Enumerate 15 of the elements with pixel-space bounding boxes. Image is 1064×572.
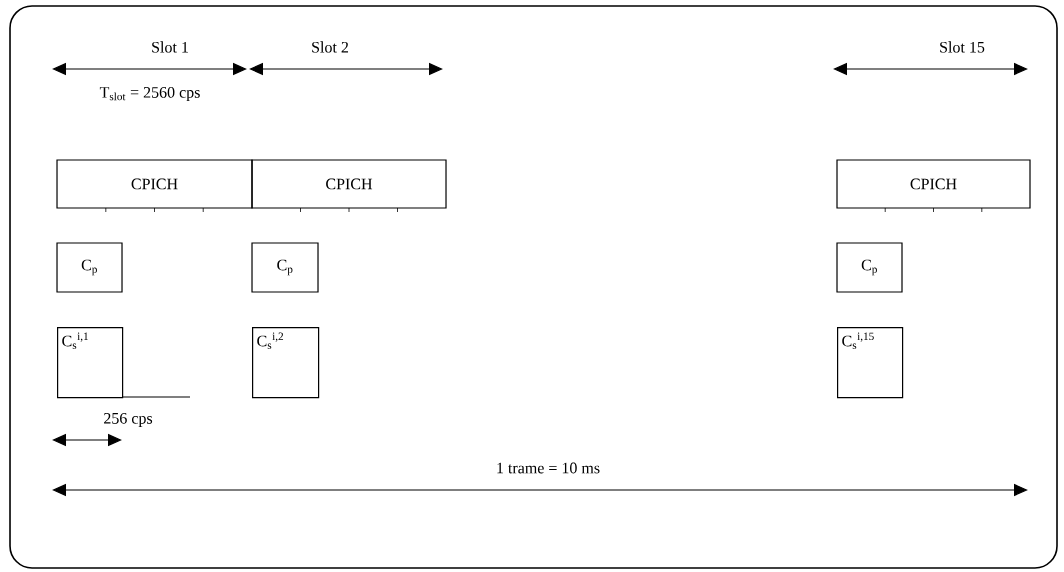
- code-box: C$_{s}$i,1: [57, 327, 124, 399]
- dimension-label: Slot 2: [312, 41, 349, 53]
- dimension-label: Slot 15: [940, 41, 985, 53]
- channel-slot-box: CPICH: [56, 159, 253, 213]
- code-box: C$_{s}$i,2: [252, 327, 320, 399]
- code-box: C$_{p}$: [251, 242, 319, 293]
- dimension-label: 256 cps: [104, 413, 153, 427]
- dimension-label: Slot 1: [152, 41, 188, 53]
- dimension-label: 1 trame = 10 ms: [497, 462, 600, 474]
- channel-slot-box: CPICH: [836, 159, 1031, 213]
- code-box: C$_{s}$i,15: [837, 327, 904, 399]
- code-box: C$_{p}$: [56, 242, 123, 293]
- code-box: C$_{p}$: [836, 242, 903, 293]
- dimension-label: T$_{slot}$ = 2560 cps: [99, 86, 200, 101]
- channel-slot-box: CPICH: [251, 159, 447, 213]
